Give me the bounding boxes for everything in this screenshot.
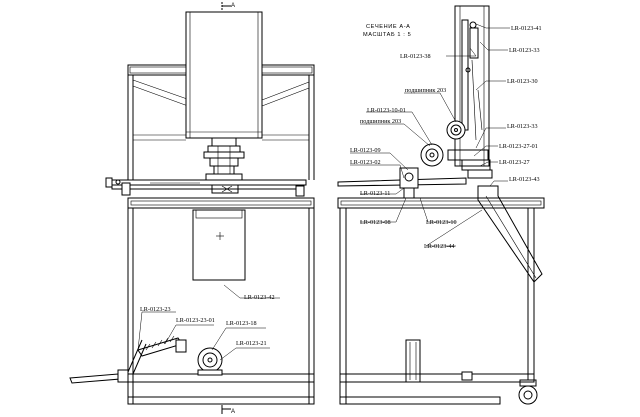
section-mark-bottom: A — [231, 409, 235, 415]
section-mark-top: A — [231, 3, 235, 9]
callout-lr-0123-41: LR-0123-41 — [511, 25, 542, 32]
callout-lr-0123-33-mid: LR-0123-33 — [507, 123, 538, 130]
callout-lr-0123-18: LR-0123-18 — [226, 320, 257, 327]
section-view — [337, 5, 545, 405]
section-title: СЕЧЕНИЕ А-А — [366, 24, 411, 30]
callout-lr-0123-30: LR-0123-30 — [507, 78, 538, 85]
callout-lr-0123-42: LR-0123-42 — [244, 294, 275, 301]
callout-lr-0123-38: LR-0123-38 — [400, 53, 431, 60]
callout-lr-0123-44: LR-0123-44 — [424, 243, 455, 250]
callout-lr-0123-11: LR-0123-11 — [360, 190, 390, 197]
front-view — [69, 2, 315, 414]
callout-lr-0123-27-01: LR-0123-27-01 — [499, 143, 538, 150]
callout-bearing-203-a: подшипник 203 — [405, 87, 446, 94]
callout-lr-0123-09: LR-0123-09 — [350, 147, 381, 154]
callout-lr-0123-10: LR-0123-10 — [426, 219, 457, 226]
callout-lr-0123-23-01: LR-0123-23-01 — [176, 317, 215, 324]
section-scale: МАСШТАБ 1 : 5 — [363, 32, 411, 38]
callout-lr-0123-23: LR-0123-23 — [140, 306, 171, 313]
callout-lr-0123-10-01: LR-0123-10-01 — [367, 107, 406, 114]
callout-lr-0123-08: LR-0123-08 — [360, 219, 391, 226]
callout-lr-0123-43: LR-0123-43 — [509, 176, 540, 183]
callout-lr-0123-33-top: LR-0123-33 — [509, 47, 540, 54]
callout-lr-0123-27: LR-0123-27 — [499, 159, 530, 166]
callout-lr-0123-02: LR-0123-02 — [350, 159, 381, 166]
callout-bearing-203-b: подшипник 203 — [360, 118, 401, 125]
callout-lr-0123-21: LR-0123-21 — [236, 340, 267, 347]
